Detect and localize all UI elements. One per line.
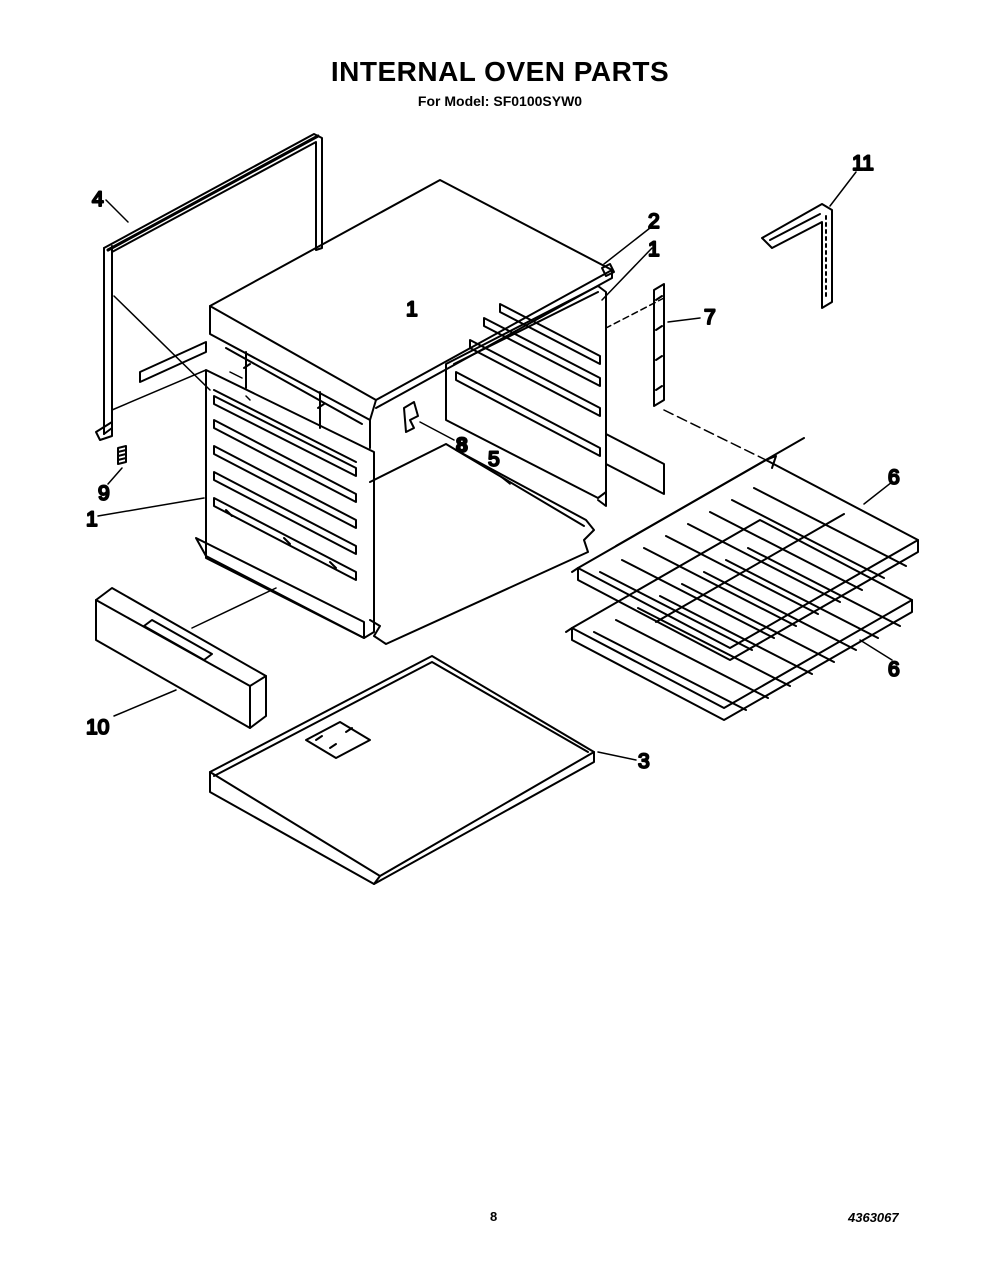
callout-4: 4	[92, 188, 104, 211]
callout-8: 8	[456, 434, 468, 457]
callout-5: 5	[488, 448, 500, 471]
callout-1-right: 1	[648, 238, 660, 261]
callout-2: 2	[648, 210, 660, 233]
part-9-screw	[117, 445, 127, 465]
callout-6-upper: 6	[888, 466, 900, 489]
leader-lines	[97, 171, 893, 761]
callout-3: 3	[638, 750, 650, 773]
callout-10: 10	[86, 716, 109, 739]
part-6-oven-rack-lower	[565, 513, 913, 721]
part-10-lower-panel	[95, 587, 267, 729]
part-4-rear-frame	[95, 133, 323, 441]
part-7-rack-support	[653, 283, 665, 407]
callout-7: 7	[704, 306, 716, 329]
callout-11: 11	[852, 152, 874, 175]
page-title: INTERNAL OVEN PARTS	[330, 56, 670, 87]
page-number: 8	[490, 1209, 498, 1224]
part-1-left-side-liner	[139, 341, 375, 639]
part-11-angled-bracket	[761, 203, 833, 309]
part-1-right-side-liner	[445, 285, 665, 507]
part-3-floor-pan	[209, 655, 595, 885]
part-5-oven-bottom	[369, 443, 595, 645]
part-6-oven-rack-upper	[571, 437, 919, 661]
callout-1-left: 1	[86, 508, 98, 531]
document-number: 4363067	[848, 1210, 899, 1225]
callout-9: 9	[98, 482, 110, 505]
callout-6-lower: 6	[888, 658, 900, 681]
part-2-screw	[601, 263, 615, 277]
part-8-clip	[403, 401, 419, 433]
model-subtitle: For Model: SF0100SYW0	[417, 93, 583, 109]
callout-1-top: 1	[406, 298, 418, 321]
